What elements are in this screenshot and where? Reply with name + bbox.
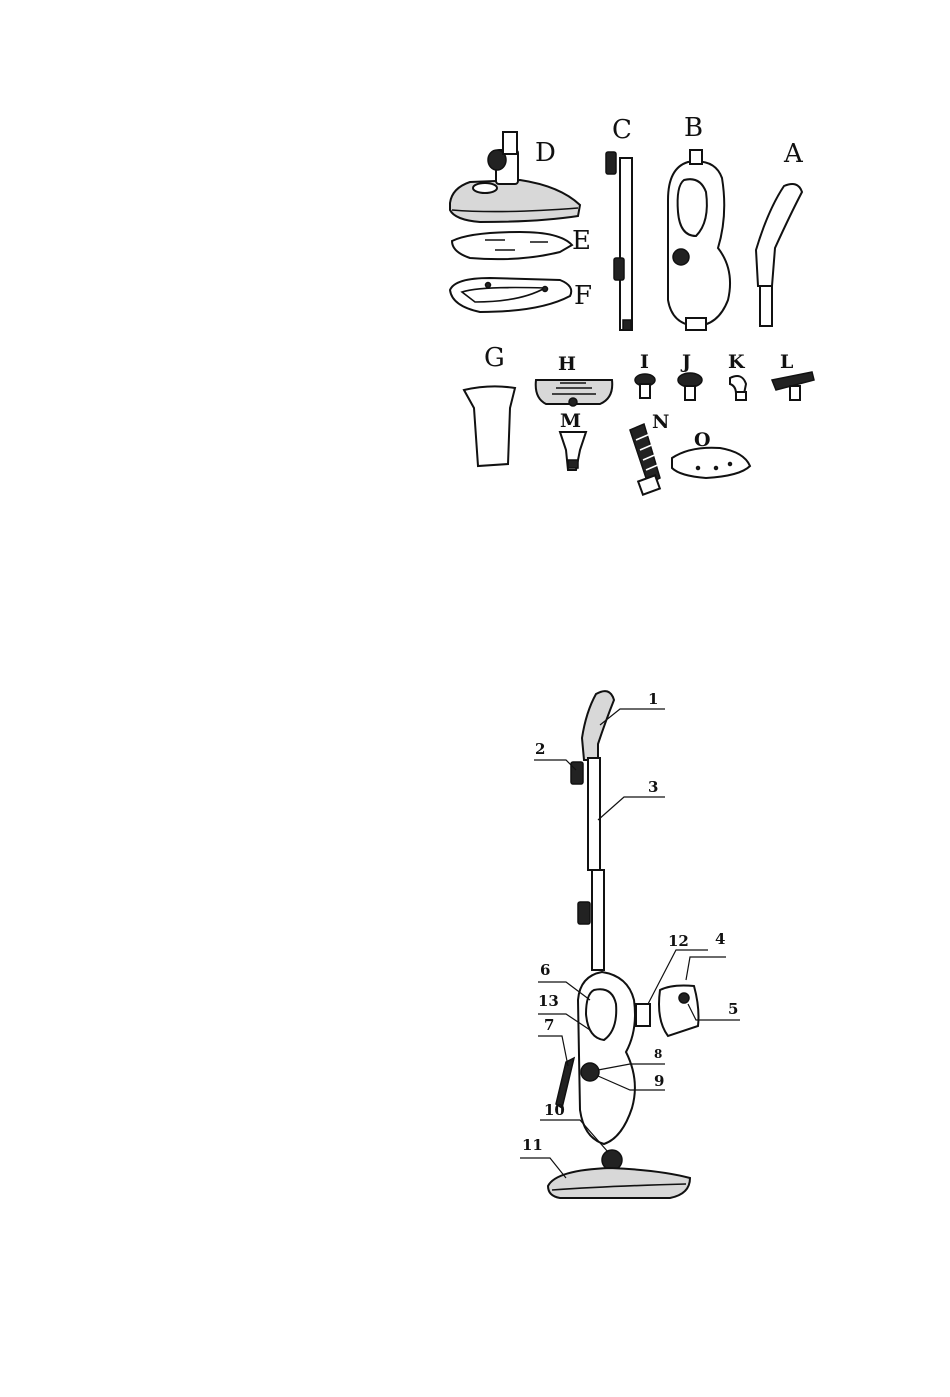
assembled-upper-pole	[588, 758, 600, 870]
label-f: F	[574, 281, 592, 311]
part-c-extension-pole: C	[606, 115, 632, 330]
lower-pole-clip	[578, 902, 590, 924]
label-a: A	[783, 139, 804, 169]
part-l-scraper-brush: L	[772, 351, 814, 400]
part-o-handheld-cloth: O	[672, 429, 750, 478]
part-n-jet-nozzle: N	[630, 411, 669, 495]
filter	[636, 1004, 650, 1026]
assembled-lower-pole	[592, 870, 604, 970]
parts-diagram: D E F C	[450, 113, 814, 495]
assembly-diagram: 1 2 3 4 5 6 7 8 9 10 11 12 13	[520, 690, 740, 1198]
label-b: B	[684, 113, 703, 143]
callout-9: 9	[654, 1072, 664, 1090]
callout-7: 7	[544, 1016, 554, 1034]
label-k: K	[728, 351, 746, 373]
part-m-scraper: M	[560, 410, 586, 470]
label-c: C	[612, 115, 632, 145]
steam-control-dial	[581, 1063, 599, 1081]
callout-6: 6	[540, 961, 550, 979]
label-d: D	[535, 138, 556, 168]
part-k-angled-nozzle: K	[728, 351, 746, 400]
part-f-carpet-glider: F	[450, 278, 592, 312]
part-j-bristle-brush: J	[678, 351, 702, 400]
part-i-round-brush: I	[635, 351, 655, 398]
label-e: E	[572, 226, 591, 256]
part-a-handle: A	[756, 139, 804, 326]
label-i: I	[640, 351, 649, 373]
label-m: M	[560, 410, 581, 432]
label-h: H	[558, 353, 576, 375]
callout-10: 10	[544, 1101, 565, 1119]
label-j: J	[680, 351, 691, 373]
callout-13: 13	[538, 992, 559, 1010]
callout-12: 12	[668, 932, 689, 950]
swivel-joint	[602, 1150, 622, 1170]
label-g: G	[484, 343, 505, 373]
part-g-measuring-cup: G	[464, 343, 515, 466]
callout-1: 1	[648, 690, 658, 708]
callout-5: 5	[728, 1000, 738, 1018]
label-o: O	[694, 429, 711, 451]
assembled-handle-loop	[586, 989, 616, 1040]
part-b-main-body: B	[668, 113, 730, 330]
assembled-handle	[582, 691, 614, 760]
callout-4: 4	[715, 930, 725, 948]
callout-2: 2	[535, 740, 545, 758]
part-e-cleaning-cloth: E	[452, 226, 591, 259]
label-n: N	[652, 411, 669, 433]
label-l: L	[780, 351, 793, 373]
callout-8: 8	[654, 1047, 662, 1061]
upper-pole-clip	[571, 762, 583, 784]
part-h-window-brush: H	[536, 353, 613, 406]
assembled-mop-head	[548, 1168, 690, 1198]
callout-3: 3	[648, 778, 658, 796]
water-tank	[659, 986, 699, 1037]
callout-11: 11	[522, 1136, 543, 1154]
part-d-mop-head: D	[450, 132, 580, 222]
